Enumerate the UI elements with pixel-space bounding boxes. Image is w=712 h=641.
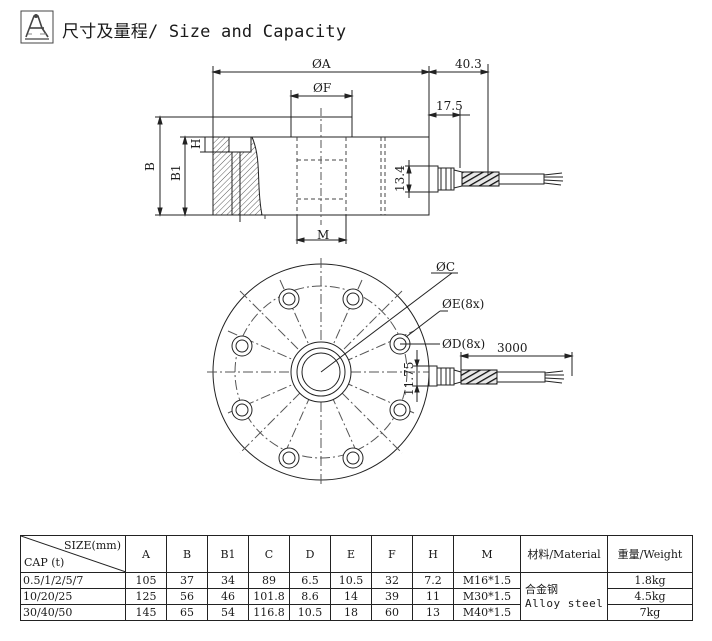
page-title: 尺寸及量程/ Size and Capacity xyxy=(62,21,347,42)
cell-cap: 30/40/50 xyxy=(20,604,126,621)
col-header-material: 材料/Material xyxy=(520,535,608,573)
cell-a: 145 xyxy=(125,604,167,621)
cell-b: 56 xyxy=(166,588,208,605)
table-row: 10/20/25 125 56 46 101.8 8.6 14 39 11 M3… xyxy=(20,588,693,605)
dim-label-f: ØF xyxy=(313,81,331,95)
dim-label-3000: 3000 xyxy=(497,341,528,355)
cell-weight: 1.8kg xyxy=(607,572,693,589)
cell-e: 10.5 xyxy=(330,572,372,589)
caliper-icon xyxy=(20,10,54,48)
material-cell: 合金钢 Alloy steel xyxy=(520,572,608,621)
dim-label-13-4: 13.4 xyxy=(393,165,407,192)
cell-e: 14 xyxy=(330,588,372,605)
col-header-f: F xyxy=(371,535,413,573)
spec-table: SIZE(mm) CAP (t) A B B1 C D E F H M 材料/M… xyxy=(20,535,693,621)
dim-label-11-75: 11.75 xyxy=(402,362,416,396)
table-row: 30/40/50 145 65 54 116.8 10.5 18 60 13 M… xyxy=(20,604,693,621)
col-header-c: C xyxy=(248,535,290,573)
cell-f: 39 xyxy=(371,588,413,605)
cell-f: 32 xyxy=(371,572,413,589)
cell-b: 65 xyxy=(166,604,208,621)
cell-d: 6.5 xyxy=(289,572,331,589)
section-header: 尺寸及量程/ Size and Capacity xyxy=(20,10,347,48)
material-en: Alloy steel xyxy=(525,596,604,610)
col-header-e: E xyxy=(330,535,372,573)
col-header-d: D xyxy=(289,535,331,573)
size-label: SIZE(mm) xyxy=(64,539,121,552)
dim-label-b1: B1 xyxy=(169,165,183,181)
cell-h: 11 xyxy=(412,588,454,605)
dim-label-e: ØE(8x) xyxy=(442,297,484,311)
cell-f: 60 xyxy=(371,604,413,621)
cell-weight: 7kg xyxy=(607,604,693,621)
col-header-weight: 重量/Weight xyxy=(607,535,693,573)
cell-c: 101.8 xyxy=(248,588,290,605)
cell-c: 116.8 xyxy=(248,604,290,621)
dim-label-a: ØA xyxy=(312,57,331,71)
dim-label-17-5: 17.5 xyxy=(436,99,463,113)
col-header-b: B xyxy=(166,535,208,573)
material-cn: 合金钢 xyxy=(525,582,558,596)
cell-b: 37 xyxy=(166,572,208,589)
col-header-h: H xyxy=(412,535,454,573)
cell-b1: 46 xyxy=(207,588,249,605)
dim-label-b: B xyxy=(143,162,157,171)
dim-label-c: ØC xyxy=(436,260,455,274)
cell-cap: 0.5/1/2/5/7 xyxy=(20,572,126,589)
cell-b1: 34 xyxy=(207,572,249,589)
table-row: 0.5/1/2/5/7 105 37 34 89 6.5 10.5 32 7.2… xyxy=(20,572,693,621)
cell-b1: 54 xyxy=(207,604,249,621)
cell-a: 105 xyxy=(125,572,167,589)
cell-m: M16*1.5 xyxy=(453,572,521,589)
top-view xyxy=(207,258,574,486)
cell-cap: 10/20/25 xyxy=(20,588,126,605)
technical-drawing: ØA ØF 40.3 17.5 13.4 B B1 H M xyxy=(143,57,574,486)
mounting-holes xyxy=(231,288,411,469)
cell-e: 18 xyxy=(330,604,372,621)
cap-label: CAP (t) xyxy=(24,556,65,569)
side-view xyxy=(155,64,564,244)
table-header-row: SIZE(mm) CAP (t) A B B1 C D E F H M 材料/M… xyxy=(20,535,693,573)
cell-a: 125 xyxy=(125,588,167,605)
cell-h: 7.2 xyxy=(412,572,454,589)
size-cap-corner-cell: SIZE(mm) CAP (t) xyxy=(20,535,126,573)
dim-label-h: H xyxy=(189,139,203,149)
cell-m: M30*1.5 xyxy=(453,588,521,605)
col-header-b1: B1 xyxy=(207,535,249,573)
col-header-a: A xyxy=(125,535,167,573)
col-header-m: M xyxy=(453,535,521,573)
cell-d: 10.5 xyxy=(289,604,331,621)
cell-m: M40*1.5 xyxy=(453,604,521,621)
cell-weight: 4.5kg xyxy=(607,588,693,605)
dim-label-40-3: 40.3 xyxy=(455,57,482,71)
dim-label-m: M xyxy=(317,228,329,242)
cell-d: 8.6 xyxy=(289,588,331,605)
dim-label-d: ØD(8x) xyxy=(442,337,485,351)
cell-h: 13 xyxy=(412,604,454,621)
cell-c: 89 xyxy=(248,572,290,589)
